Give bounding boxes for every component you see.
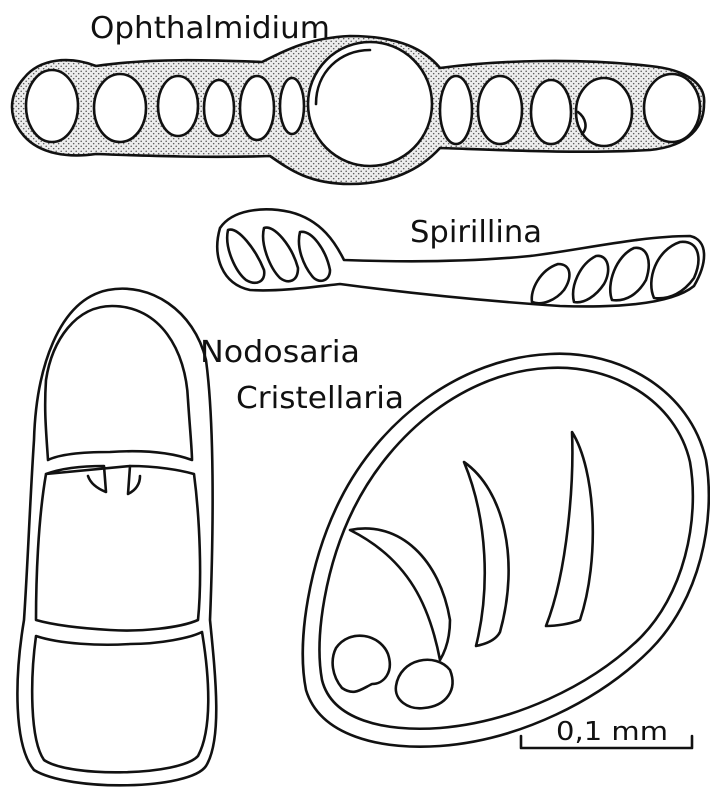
nodosaria-outline (17, 289, 216, 786)
ophthalmidium-chamber (531, 80, 571, 144)
ophthalmidium-chamber (204, 80, 234, 136)
nodosaria-chamber (45, 306, 192, 460)
cristellaria-chamber (333, 636, 390, 692)
label-cristellaria: Cristellaria (236, 381, 404, 416)
ophthalmidium-chamber (240, 76, 274, 140)
nodosaria-aperture (128, 466, 140, 494)
cristellaria-septum (350, 528, 450, 660)
spirillina-chamber (299, 232, 330, 281)
ophthalmidium-central-chamber (308, 42, 432, 166)
cristellaria-septum (546, 432, 593, 626)
nodosaria-drawing (17, 289, 216, 786)
cristellaria-septum (464, 462, 509, 646)
spirillina-chamber (263, 228, 298, 282)
ophthalmidium-drawing (12, 36, 704, 184)
nodosaria-chamber (36, 466, 200, 631)
nodosaria-chamber (32, 632, 208, 772)
spirillina-chamber (651, 242, 698, 298)
ophthalmidium-chamber (644, 74, 700, 142)
ophthalmidium-chamber (280, 78, 304, 134)
ophthalmidium-chamber (576, 78, 632, 146)
ophthalmidium-chamber (94, 74, 146, 142)
ophthalmidium-chamber (158, 76, 198, 136)
scale-bar-label: 0,1 mm (556, 717, 668, 747)
scale-bar: 0,1 mm (521, 717, 692, 748)
cristellaria-chamber (396, 660, 453, 708)
ophthalmidium-chamber (26, 70, 78, 142)
spirillina-chamber (227, 230, 264, 283)
spirillina-chamber (573, 256, 608, 302)
label-nodosaria: Nodosaria (200, 335, 360, 370)
label-ophthalmidium: Ophthalmidium (90, 11, 330, 46)
ophthalmidium-chamber (440, 76, 472, 144)
label-spirillina: Spirillina (410, 215, 542, 250)
ophthalmidium-chamber (478, 76, 522, 144)
spirillina-chamber (610, 248, 648, 300)
spirillina-chamber (532, 264, 570, 303)
